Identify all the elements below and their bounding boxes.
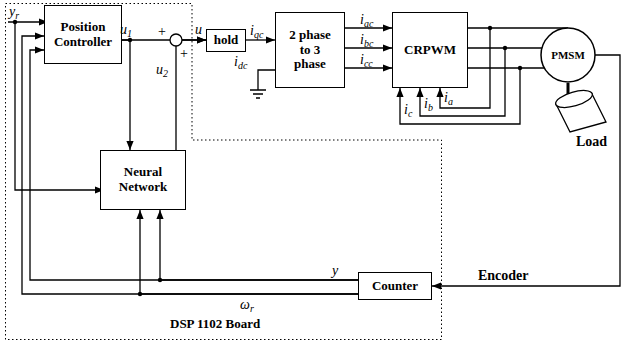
process-box: hold — [206, 29, 246, 52]
subscript: qc — [254, 29, 263, 40]
signal-connector — [468, 27, 568, 28]
subscript: bc — [364, 38, 373, 49]
subscript: 2 — [163, 68, 168, 79]
box-label: CRPWM — [404, 43, 456, 58]
signal-label: u2 — [156, 62, 168, 77]
signal-label: Load — [576, 134, 607, 149]
edge-label: Encoder — [478, 268, 529, 283]
box-label: Counter — [372, 279, 418, 294]
signal-connector — [140, 210, 358, 294]
signal-label: + — [158, 24, 166, 39]
subscript: a — [448, 96, 453, 107]
signal-connector — [432, 55, 620, 286]
motor-outline-circle — [541, 28, 595, 82]
board-label: DSP 1102 Board — [170, 316, 260, 331]
edge-label: iqc — [250, 23, 263, 38]
edge-label: ibc — [360, 32, 373, 47]
signal-label: ia — [444, 90, 453, 105]
summing-junction — [170, 34, 182, 46]
subscript: cc — [364, 58, 373, 69]
edge-label: ωr — [240, 297, 254, 312]
subscript: c — [408, 108, 412, 119]
box-label: Position Controller — [45, 20, 121, 50]
process-box: 2 phase to 3 phase — [275, 12, 345, 88]
subscript: b — [428, 102, 433, 113]
load-face — [554, 87, 594, 111]
board-outline-path — [6, 4, 442, 340]
process-box: CRPWM — [392, 12, 468, 88]
signal-label: u1 — [120, 22, 132, 37]
subscript: r — [250, 303, 254, 314]
signal-connector — [468, 67, 544, 68]
signal-label: u — [195, 22, 202, 37]
box-label: hold — [214, 33, 239, 48]
signal-connector — [176, 40, 206, 150]
process-box: Neural Network — [100, 150, 186, 210]
signal-label: + — [180, 46, 188, 61]
ground-symbol — [250, 90, 266, 98]
edge-label: icc — [360, 52, 373, 67]
signal-label: idc — [234, 54, 247, 69]
subscript: r — [15, 10, 19, 21]
d-current-wire — [258, 70, 275, 90]
signal-connector — [122, 40, 130, 150]
signal-connector — [160, 210, 358, 280]
subscript: ac — [364, 18, 373, 29]
subscript: dc — [238, 60, 247, 71]
signal-connector — [468, 47, 542, 48]
subscript: 1 — [127, 28, 132, 39]
box-label: Neural Network — [101, 165, 185, 195]
box-label: PMSM — [551, 49, 585, 62]
process-box: Position Controller — [44, 5, 122, 64]
motor-circle: PMSM — [540, 27, 596, 83]
board-region: DSP 1102 Board Position ControllerNeural … — [5, 3, 442, 340]
signal-label: yr — [9, 4, 19, 19]
edge-label: y — [332, 263, 338, 278]
box-label: 2 phase to 3 phase — [284, 28, 336, 73]
signal-label: ib — [424, 96, 433, 111]
process-box: Counter — [358, 272, 432, 300]
edge-label: iac — [360, 12, 373, 27]
signal-label: ic — [404, 102, 412, 117]
